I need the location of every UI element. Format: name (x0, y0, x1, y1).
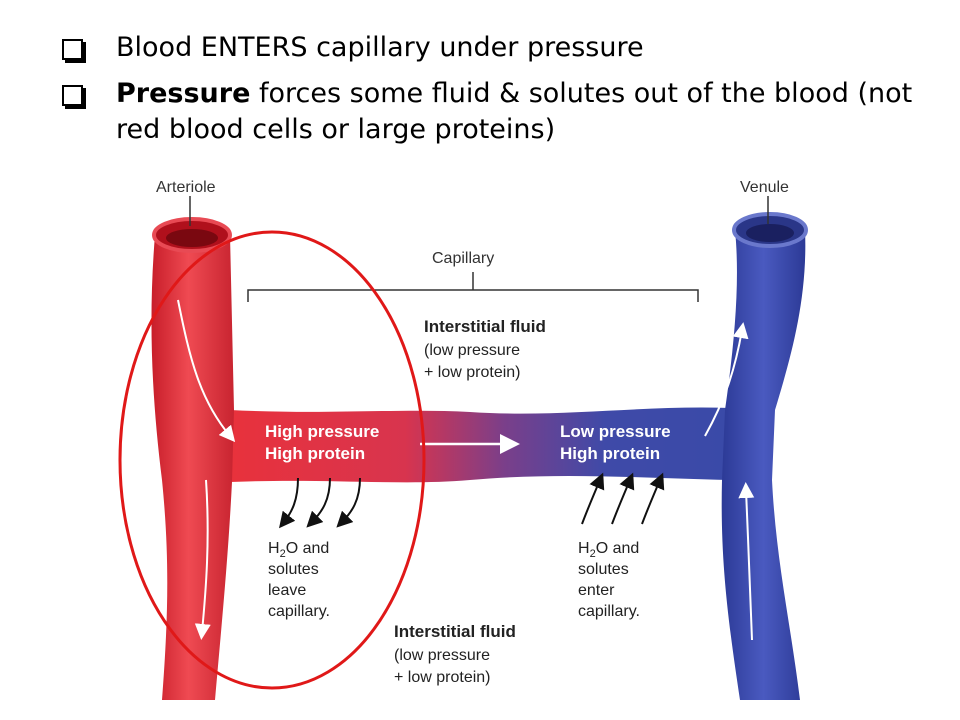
leave-arrow-2 (306, 477, 331, 528)
flow-arrow-arteriole-down (177, 299, 236, 443)
bottom-fluid-line2: + low protein) (394, 669, 491, 686)
checkbox-bullet-icon (62, 85, 83, 106)
bullet-list: Blood ENTERS capillary under pressure Pr… (62, 30, 942, 158)
left-state-line1: High pressure (265, 422, 379, 441)
highlight-circle (118, 230, 426, 690)
arteriole-label: Arteriole (156, 179, 216, 196)
right-state-line1: Low pressure (560, 422, 671, 441)
enter-line1: H2O and (578, 540, 639, 560)
enter-arrow-3 (641, 472, 665, 525)
leave-line3: leave (268, 582, 306, 599)
enter-arrow-1 (581, 472, 605, 525)
capillary-label: Capillary (432, 250, 494, 267)
bottom-fluid-title: Interstitial fluid (394, 622, 516, 641)
enter-line3: enter (578, 582, 615, 599)
bullet-1-text: Blood ENTERS capillary under pressure (116, 32, 644, 63)
flow-arrow-venule-lower (738, 482, 755, 641)
leave-arrow-1 (279, 477, 299, 529)
leave-line4: capillary. (268, 603, 330, 620)
checkbox-bullet-icon (62, 39, 83, 60)
top-fluid-title: Interstitial fluid (424, 317, 546, 336)
arteriole-vessel (151, 235, 234, 700)
enter-arrow-2 (611, 472, 635, 525)
bullet-item-1: Blood ENTERS capillary under pressure (62, 30, 942, 66)
top-fluid-line2: + low protein) (424, 364, 521, 381)
leave-line2: solutes (268, 561, 319, 578)
enter-line4: capillary. (578, 603, 640, 620)
leave-arrow-3 (336, 477, 361, 528)
right-state-line2: High protein (560, 444, 660, 463)
capillary-bracket (247, 272, 699, 302)
top-fluid-line1: (low pressure (424, 342, 520, 359)
flow-arrow-venule-up (704, 322, 749, 437)
flow-arrow-arteriole-lower (194, 479, 211, 640)
bottom-fluid-line1: (low pressure (394, 647, 490, 664)
venule-vessel (721, 230, 806, 700)
left-state-line2: High protein (265, 444, 365, 463)
bullet-2-bold: Pressure (116, 78, 251, 109)
bullet-2-text: forces some fluid & solutes out of the b… (116, 78, 913, 145)
bullet-item-2: Pressure forces some fluid & solutes out… (62, 76, 942, 148)
venule-label: Venule (740, 179, 789, 196)
leave-line1: H2O and (268, 540, 329, 560)
enter-line2: solutes (578, 561, 629, 578)
